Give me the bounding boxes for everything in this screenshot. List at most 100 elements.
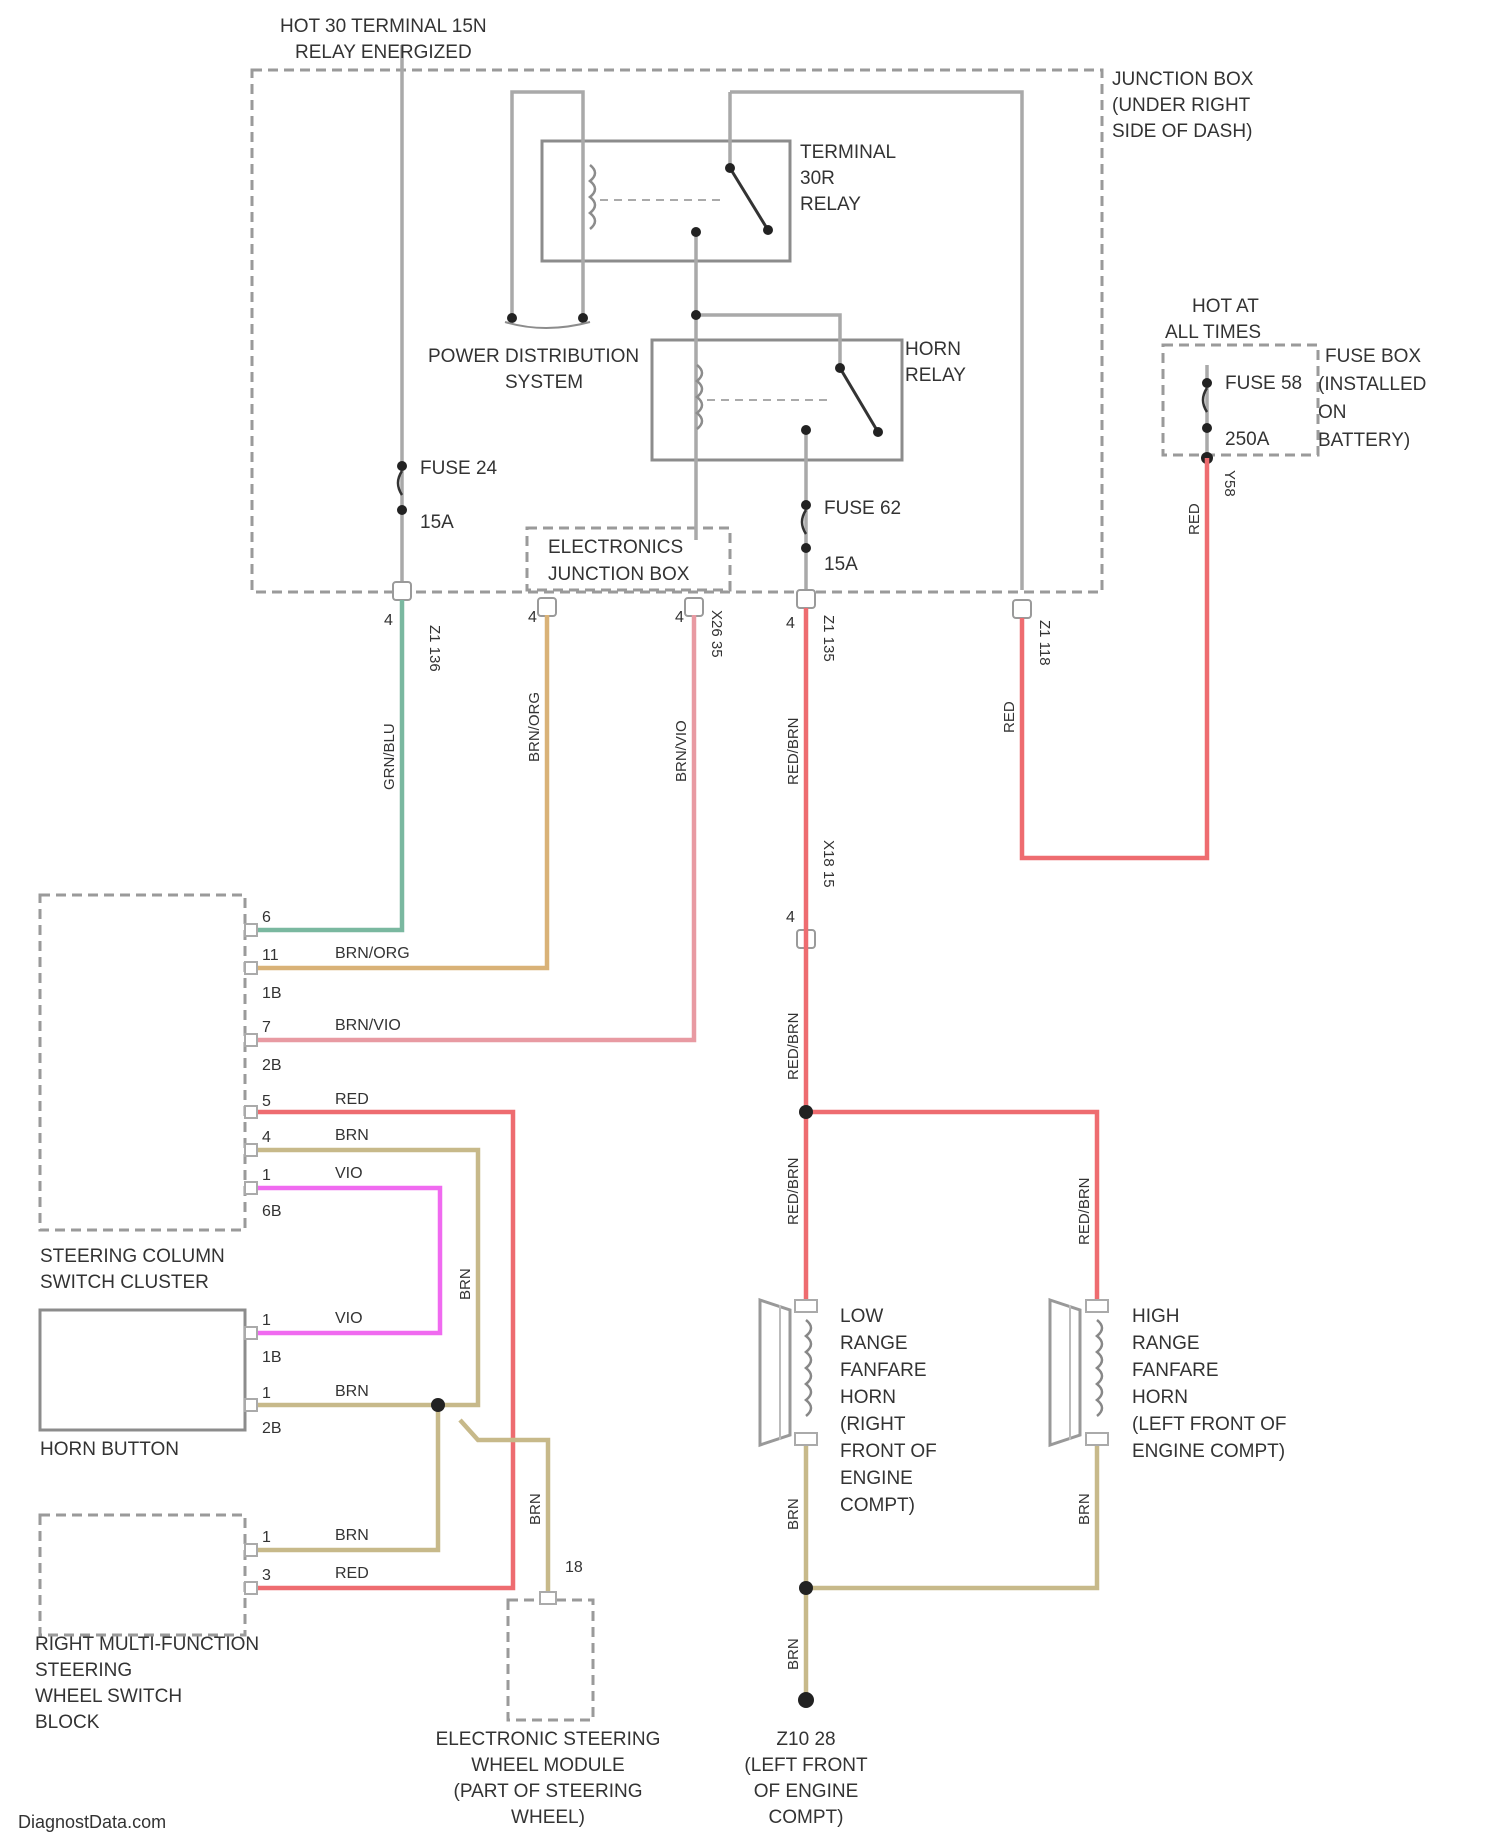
pds-label-2: SYSTEM bbox=[505, 372, 583, 393]
ground-label-4: COMPT) bbox=[769, 1807, 844, 1828]
dot bbox=[763, 225, 773, 235]
esw-label-4: WHEEL) bbox=[511, 1807, 585, 1828]
pin-e1: 4 bbox=[384, 612, 393, 629]
pin-e2: 4 bbox=[528, 609, 537, 626]
rm-pin-wire-label: BRN bbox=[335, 1527, 369, 1544]
right-mfsw-label-2: STEERING bbox=[35, 1660, 132, 1681]
sc-pin-number: 7 bbox=[262, 1019, 271, 1036]
low-horn-label-line: FANFARE bbox=[840, 1360, 927, 1381]
high-horn-label-line: (LEFT FRONT OF bbox=[1132, 1414, 1286, 1435]
sc-pin-number: 5 bbox=[262, 1093, 271, 1110]
terminal-30r-label-2: 30R bbox=[800, 168, 835, 189]
connector bbox=[393, 582, 411, 600]
hb-pin-wire-label: BRN bbox=[335, 1383, 369, 1400]
dot bbox=[801, 500, 811, 510]
steering-column-label-2: SWITCH CLUSTER bbox=[40, 1272, 209, 1293]
low-horn-label-line: ENGINE bbox=[840, 1468, 913, 1489]
rm-pin-wire-label: RED bbox=[335, 1565, 369, 1582]
dot bbox=[801, 543, 811, 553]
ground-dot bbox=[798, 1692, 814, 1708]
wire-color-brn-org: BRN/ORG bbox=[526, 692, 543, 762]
wire-color-brn-5: BRN bbox=[785, 1638, 802, 1670]
dot bbox=[801, 425, 811, 435]
wire-color-red-2: RED bbox=[1186, 503, 1203, 535]
right-mfsw-label-1: RIGHT MULTI-FUNCTION bbox=[35, 1634, 259, 1655]
pds-label-1: POWER DISTRIBUTION bbox=[428, 346, 639, 367]
steering-column-label-1: STEERING COLUMN bbox=[40, 1246, 225, 1267]
wire-id-x26-35: X26 35 bbox=[708, 610, 725, 658]
dot bbox=[873, 427, 883, 437]
connector bbox=[538, 598, 556, 616]
low-horn-label-line: HORN bbox=[840, 1387, 896, 1408]
connector bbox=[1013, 600, 1031, 618]
esw-label-2: WHEEL MODULE bbox=[471, 1755, 624, 1776]
splice-dot bbox=[799, 1105, 813, 1119]
sc-pin-number: 6 bbox=[262, 909, 271, 926]
dot bbox=[691, 227, 701, 237]
right-mfsw-block bbox=[40, 1515, 245, 1635]
high-horn-label-line: FANFARE bbox=[1132, 1360, 1219, 1381]
high-horn-symbol bbox=[1050, 1300, 1108, 1445]
junction-box-label-2: (UNDER RIGHT bbox=[1112, 95, 1251, 116]
hb-pin-number: 1 bbox=[262, 1312, 271, 1329]
ground-label-2: (LEFT FRONT bbox=[744, 1755, 868, 1776]
wire-color-red-brn-1: RED/BRN bbox=[785, 717, 802, 785]
dot bbox=[397, 505, 407, 515]
horn-relay-label-1: HORN bbox=[905, 339, 961, 360]
fuse-box-label-2: (INSTALLED bbox=[1318, 374, 1426, 395]
low-horn-label-line: LOW bbox=[840, 1306, 883, 1327]
esw-label-3: (PART OF STEERING bbox=[454, 1781, 643, 1802]
pin-e4: 4 bbox=[786, 615, 795, 632]
sc-pin-wire-label: RED bbox=[335, 1091, 369, 1108]
low-horn-label-line: COMPT) bbox=[840, 1495, 915, 1516]
horn-button-pins: 1VIO1B1BRN2B bbox=[262, 1310, 369, 1437]
wire-color-brn-4: BRN bbox=[1076, 1493, 1093, 1525]
dot bbox=[1202, 423, 1212, 433]
hb-pin-number: 1 bbox=[262, 1385, 271, 1402]
pin-e3: 4 bbox=[675, 609, 684, 626]
wire-color-red-brn-2: RED/BRN bbox=[785, 1012, 802, 1080]
wire-id-z1-118: Z1 118 bbox=[1036, 620, 1053, 666]
right-mfsw-label-4: BLOCK bbox=[35, 1712, 100, 1733]
wire-red-mfsw bbox=[257, 1112, 513, 1588]
wire-color-red-1: RED bbox=[1001, 701, 1018, 733]
fuse-62-label: FUSE 62 bbox=[824, 498, 901, 519]
hot-at-all-times-1: HOT AT bbox=[1192, 296, 1259, 317]
fuse-24-rating: 15A bbox=[420, 512, 454, 533]
hot30-label-2: RELAY ENERGIZED bbox=[295, 42, 472, 63]
dot bbox=[691, 310, 701, 320]
high-horn-label-line: ENGINE COMPT) bbox=[1132, 1441, 1285, 1462]
steering-column-switch-cluster bbox=[40, 895, 245, 1230]
sc-pin-number: 2B bbox=[262, 1057, 282, 1074]
wire-color-red-brn-3: RED/BRN bbox=[785, 1157, 802, 1225]
ejb-label-2: JUNCTION BOX bbox=[548, 564, 690, 585]
dot bbox=[397, 461, 407, 471]
fuse-box-label-1: FUSE BOX bbox=[1325, 346, 1421, 367]
horn-button-box bbox=[40, 1310, 245, 1430]
wire-color-red-brn-4: RED/BRN bbox=[1076, 1177, 1093, 1245]
esw-label-1: ELECTRONIC STEERING bbox=[436, 1729, 661, 1750]
sc-pin-number: 1B bbox=[262, 985, 282, 1002]
splice-dot bbox=[431, 1398, 445, 1412]
fuse-62-rating: 15A bbox=[824, 554, 858, 575]
sc-pin-wire-label: BRN/ORG bbox=[335, 945, 410, 962]
wire-id-z1-135: Z1 135 bbox=[820, 615, 837, 662]
watermark: DiagnostData.com bbox=[18, 1812, 166, 1832]
pin-x18: 4 bbox=[786, 909, 795, 926]
wire-brn-vio bbox=[257, 615, 694, 1040]
sc-pin-wire-label: BRN bbox=[335, 1127, 369, 1144]
hot30-label-1: HOT 30 TERMINAL 15N bbox=[280, 16, 487, 37]
terminal-30r-coil bbox=[590, 165, 595, 229]
ejb-label-1: ELECTRONICS bbox=[548, 537, 683, 558]
dot bbox=[578, 313, 588, 323]
hb-pin-number: 1B bbox=[262, 1349, 282, 1366]
junction-box-label-1: JUNCTION BOX bbox=[1112, 69, 1254, 90]
wire-id-z1-136: Z1 136 bbox=[426, 625, 443, 672]
horn-relay-contact bbox=[840, 368, 878, 432]
fuse-58-label: FUSE 58 bbox=[1225, 373, 1302, 394]
wire-id-y58: Y58 bbox=[1221, 470, 1238, 497]
wire-color-grn-blu: GRN/BLU bbox=[381, 723, 398, 790]
fuse-24-label: FUSE 24 bbox=[420, 458, 498, 479]
